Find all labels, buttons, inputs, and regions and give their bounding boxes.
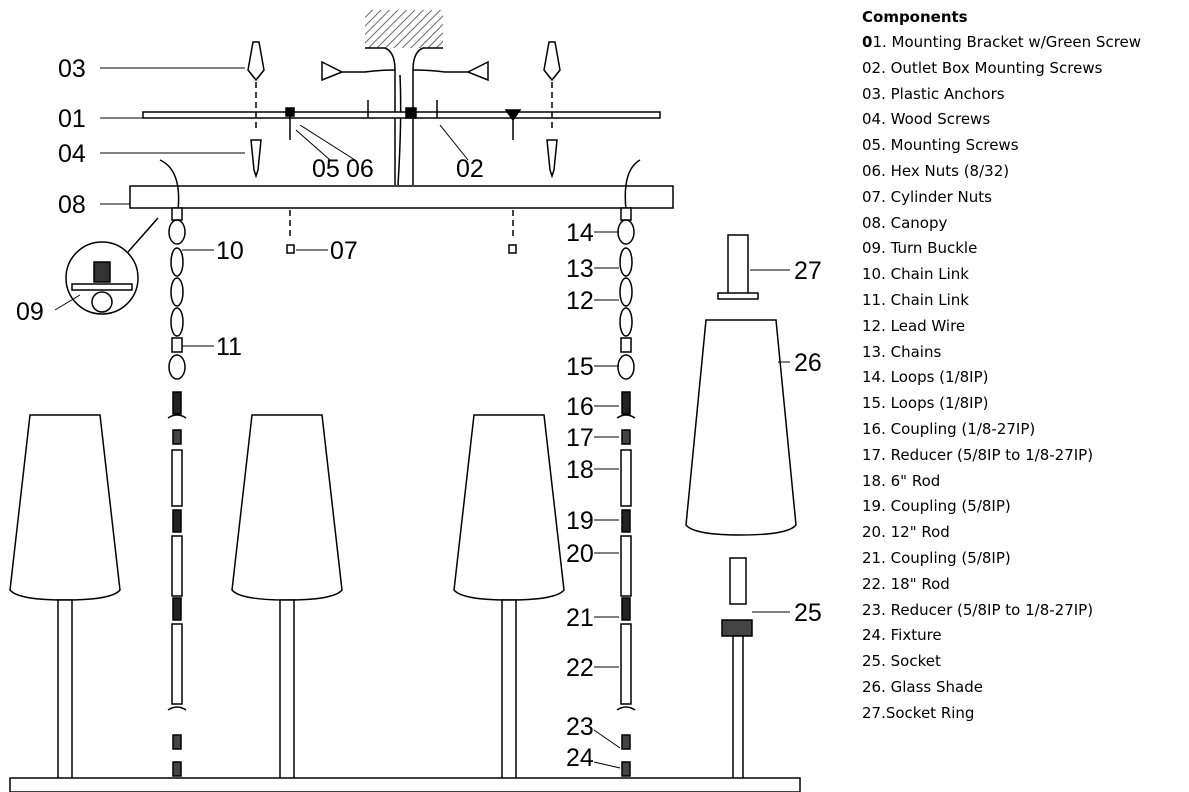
component-item: 15. Loops (1/8IP) — [862, 391, 1182, 417]
callout-06: 06 — [346, 155, 374, 183]
callout-02: 02 — [456, 155, 484, 183]
component-item: 03. Plastic Anchors — [862, 82, 1182, 108]
callout-17: 17 — [566, 424, 594, 452]
callout-25: 25 — [794, 599, 822, 627]
component-item: 02. Outlet Box Mounting Screws — [862, 56, 1182, 82]
callout-24: 24 — [566, 744, 594, 772]
component-item-text: 02. Outlet Box Mounting Screws — [862, 58, 1103, 77]
components-title: Components — [862, 8, 968, 26]
component-item-text: 10. Chain Link — [862, 265, 969, 284]
component-item-text: 22. 18" Rod — [862, 574, 950, 593]
component-item: 19. Coupling (5/8IP) — [862, 494, 1182, 520]
callout-21: 21 — [566, 604, 594, 632]
component-item: 27.Socket Ring — [862, 701, 1182, 727]
component-item: 10. Chain Link — [862, 262, 1182, 288]
component-item: 23. Reducer (5/8IP to 1/8-27IP) — [862, 598, 1182, 624]
left-hanging-assembly — [167, 207, 187, 777]
socket-assembly — [717, 234, 759, 781]
ceiling-junction — [321, 10, 489, 186]
component-item: 21. Coupling (5/8IP) — [862, 546, 1182, 572]
plastic-anchors — [247, 41, 561, 130]
component-item: 18. 6" Rod — [862, 469, 1182, 495]
callout-26: 26 — [794, 349, 822, 377]
component-item-text: 08. Canopy — [862, 213, 948, 232]
component-item-text: 18. 6" Rod — [862, 471, 941, 490]
component-item: 25. Socket — [862, 649, 1182, 675]
component-item: 20. 12" Rod — [862, 520, 1182, 546]
component-item: 24. Fixture — [862, 623, 1182, 649]
component-item-text: 24. Fixture — [862, 626, 942, 645]
component-item-text: 16. Coupling (1/8-27IP) — [862, 419, 1036, 438]
component-item-text: 14. Loops (1/8IP) — [862, 368, 989, 387]
callout-05: 05 — [312, 155, 340, 183]
component-item: 26. Glass Shade — [862, 675, 1182, 701]
component-item-text: 20. 12" Rod — [862, 523, 950, 542]
callout-11: 11 — [216, 333, 242, 361]
component-item: 01. Mounting Bracket w/Green Screw — [862, 30, 1182, 56]
component-item: 13. Chains — [862, 340, 1182, 366]
component-item-text: 1. Mounting Bracket w/Green Screw — [872, 33, 1142, 51]
callout-09: 09 — [16, 298, 44, 326]
components-items: 01. Mounting Bracket w/Green Screw 02. Ou… — [862, 30, 1182, 727]
component-item-text: 19. Coupling (5/8IP) — [862, 497, 1011, 516]
callout-01: 01 — [58, 105, 86, 133]
component-item: 12. Lead Wire — [862, 314, 1182, 340]
component-item: 11. Chain Link — [862, 288, 1182, 314]
callout-23: 23 — [566, 713, 594, 741]
callout-14: 14 — [566, 219, 594, 247]
canopy — [129, 159, 674, 254]
wood-screws — [250, 139, 558, 179]
callout-03: 03 — [58, 55, 86, 83]
component-item-text: 03. Plastic Anchors — [862, 84, 1005, 103]
glass-shades — [9, 319, 797, 781]
fixture-body — [9, 777, 801, 792]
component-item: 04. Wood Screws — [862, 107, 1182, 133]
component-item-text: 06. Hex Nuts (8/32) — [862, 161, 1010, 180]
callout-18: 18 — [566, 456, 594, 484]
callout-13: 13 — [566, 255, 594, 283]
right-hanging-assembly — [616, 207, 636, 777]
component-item: 06. Hex Nuts (8/32) — [862, 159, 1182, 185]
component-item: 09. Turn Buckle — [862, 236, 1182, 262]
callout-07: 07 — [330, 237, 358, 265]
component-item: 14. Loops (1/8IP) — [862, 365, 1182, 391]
component-item-text: 13. Chains — [862, 342, 942, 361]
component-item-text: 17. Reducer (5/8IP to 1/8-27IP) — [862, 445, 1094, 464]
component-item-text: 21. Coupling (5/8IP) — [862, 548, 1011, 567]
callout-04: 04 — [58, 140, 86, 168]
callout-12: 12 — [566, 287, 594, 315]
component-item: 17. Reducer (5/8IP to 1/8-27IP) — [862, 443, 1182, 469]
callout-20: 20 — [566, 540, 594, 568]
components-list: Components 01. Mounting Bracket w/Green … — [862, 8, 1182, 727]
callout-16: 16 — [566, 393, 594, 421]
callout-22: 22 — [566, 654, 594, 682]
component-item-text: 09. Turn Buckle — [862, 239, 978, 258]
mounting-bracket — [142, 100, 661, 140]
callout-15: 15 — [566, 353, 594, 381]
component-item-text: 15. Loops (1/8IP) — [862, 394, 989, 413]
component-item-text: 07. Cylinder Nuts — [862, 187, 992, 206]
turn-buckle-detail — [65, 217, 159, 315]
component-item: 08. Canopy — [862, 211, 1182, 237]
component-item-text: 04. Wood Screws — [862, 110, 991, 129]
component-item: 07. Cylinder Nuts — [862, 185, 1182, 211]
component-item-text: 25. Socket — [862, 652, 941, 671]
component-item-text: 05. Mounting Screws — [862, 136, 1019, 155]
component-item: 05. Mounting Screws — [862, 133, 1182, 159]
callout-labels: 03 01 04 05 06 02 08 07 09 10 11 14 13 1… — [16, 55, 822, 772]
component-item-text: 26. Glass Shade — [862, 677, 983, 696]
callout-08: 08 — [58, 191, 86, 219]
component-item-text: 27.Socket Ring — [862, 703, 975, 722]
callout-10: 10 — [216, 237, 244, 265]
component-item-text: 11. Chain Link — [862, 290, 969, 309]
component-item-text: 23. Reducer (5/8IP to 1/8-27IP) — [862, 600, 1094, 619]
callout-19: 19 — [566, 507, 594, 535]
callout-leaders — [54, 67, 790, 769]
component-item: 22. 18" Rod — [862, 572, 1182, 598]
component-item: 16. Coupling (1/8-27IP) — [862, 417, 1182, 443]
component-item-number-bold: 0 — [862, 33, 873, 51]
component-item-text: 12. Lead Wire — [862, 316, 966, 335]
callout-27: 27 — [794, 257, 822, 285]
